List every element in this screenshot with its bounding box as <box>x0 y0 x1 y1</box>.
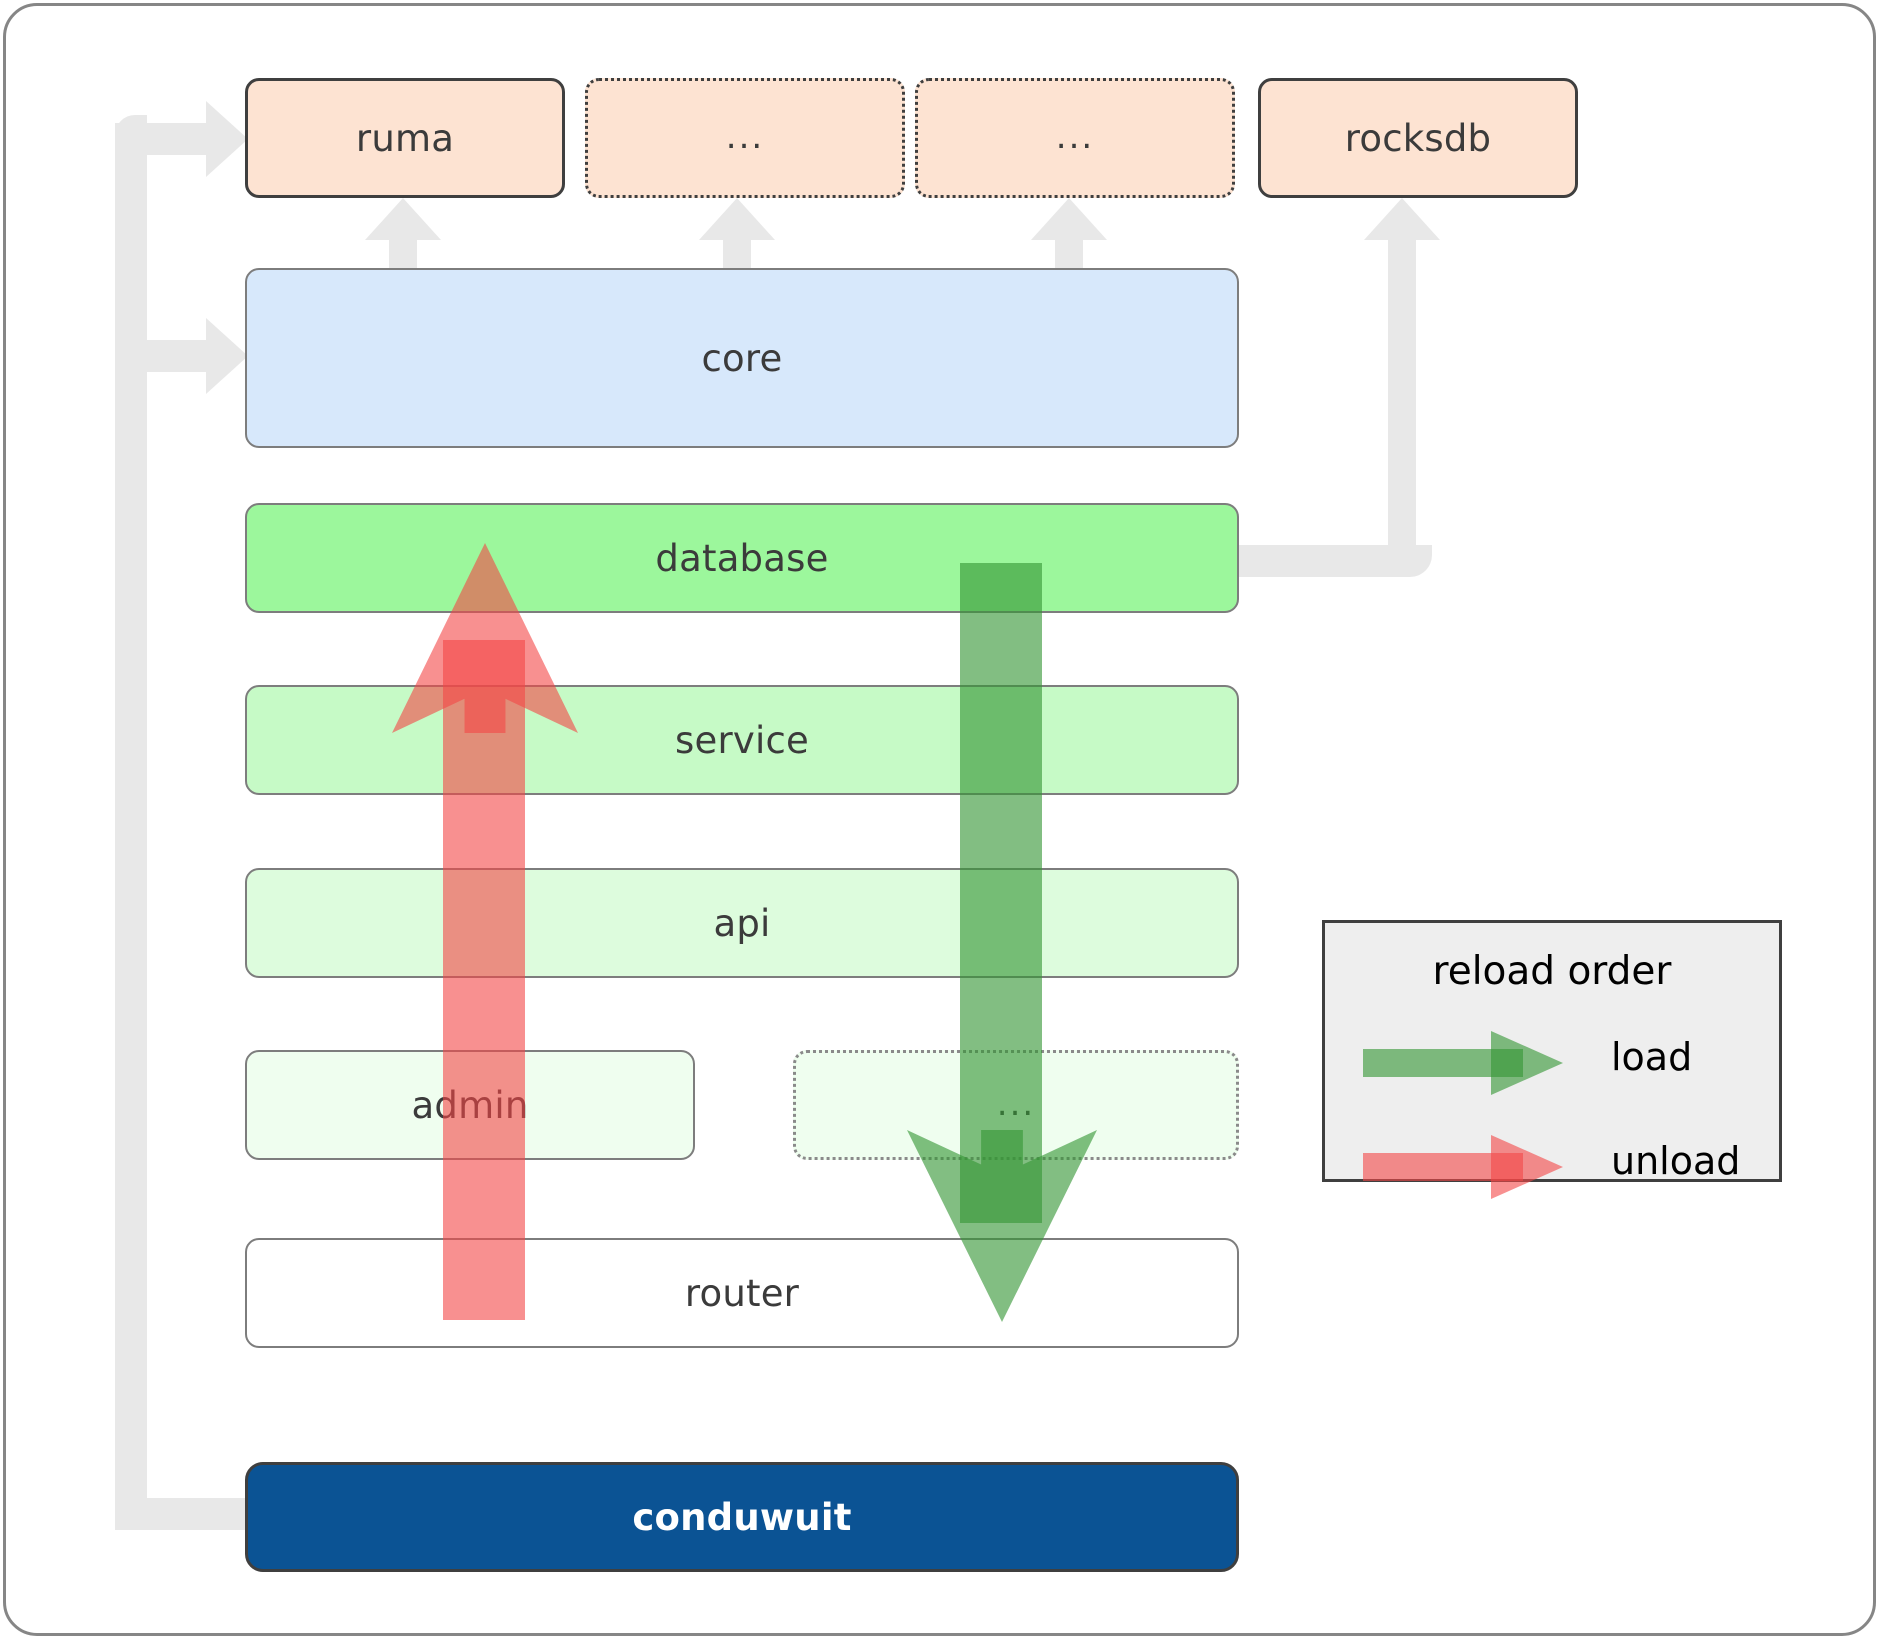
legend-title: reload order <box>1432 949 1672 994</box>
node-router-label: router <box>684 1271 800 1315</box>
node-ruma-label: ruma <box>355 116 455 160</box>
node-conduwuit-label: conduwuit <box>632 1495 852 1539</box>
node-dots-1-label: ... <box>725 117 765 158</box>
wire-arrowhead-rocksdb <box>1364 198 1440 240</box>
wire-arrowhead-core <box>206 318 248 394</box>
node-api-label: api <box>713 901 771 945</box>
wire-arrowhead-core-to-dots2 <box>1031 198 1107 240</box>
node-service-label: service <box>675 718 809 762</box>
diagram-outer-frame <box>3 3 1876 1636</box>
legend-load-arrow-icon <box>1363 1031 1563 1095</box>
node-dots-1[interactable]: ... <box>585 78 905 198</box>
node-dots-2-label: ... <box>1055 117 1095 158</box>
node-service[interactable]: service <box>245 685 1239 795</box>
wire-arrowhead-core-to-dots1 <box>699 198 775 240</box>
wire-conduwuit-bottom-stub <box>115 1498 248 1530</box>
wire-branch-to-core <box>115 340 218 372</box>
node-ruma[interactable]: ruma <box>245 78 565 198</box>
node-conduwuit[interactable]: conduwuit <box>245 1462 1239 1572</box>
legend-panel: reload order load unload <box>1322 920 1782 1199</box>
node-dots-2[interactable]: ... <box>915 78 1235 198</box>
node-rocksdb-label: rocksdb <box>1344 116 1492 160</box>
node-rocksdb[interactable]: rocksdb <box>1258 78 1578 198</box>
node-admin-label: admin <box>411 1083 529 1127</box>
node-dots-3[interactable]: ... <box>793 1050 1239 1160</box>
node-core-label: core <box>701 336 783 380</box>
node-admin[interactable]: admin <box>245 1050 695 1160</box>
legend-load-label: load <box>1611 1035 1693 1079</box>
legend-unload-arrow-icon <box>1363 1135 1563 1199</box>
legend-row-load: load <box>1363 1031 1763 1095</box>
wire-conduwuit-left-rail <box>115 115 147 1530</box>
wire-database-to-rocksdb-vertical <box>1388 230 1416 560</box>
node-router[interactable]: router <box>245 1238 1239 1348</box>
wire-arrowhead-ruma <box>206 101 248 177</box>
legend-load-head <box>1491 1031 1563 1095</box>
legend-unload-label: unload <box>1611 1139 1741 1183</box>
node-dots-3-label: ... <box>996 1084 1036 1125</box>
node-core[interactable]: core <box>245 268 1239 448</box>
wire-branch-to-ruma <box>115 123 218 155</box>
legend-unload-head <box>1491 1135 1563 1199</box>
node-database-label: database <box>655 536 829 580</box>
node-database[interactable]: database <box>245 503 1239 613</box>
node-api[interactable]: api <box>245 868 1239 978</box>
legend-row-unload: unload <box>1363 1135 1763 1199</box>
wire-arrowhead-core-to-ruma <box>365 198 441 240</box>
